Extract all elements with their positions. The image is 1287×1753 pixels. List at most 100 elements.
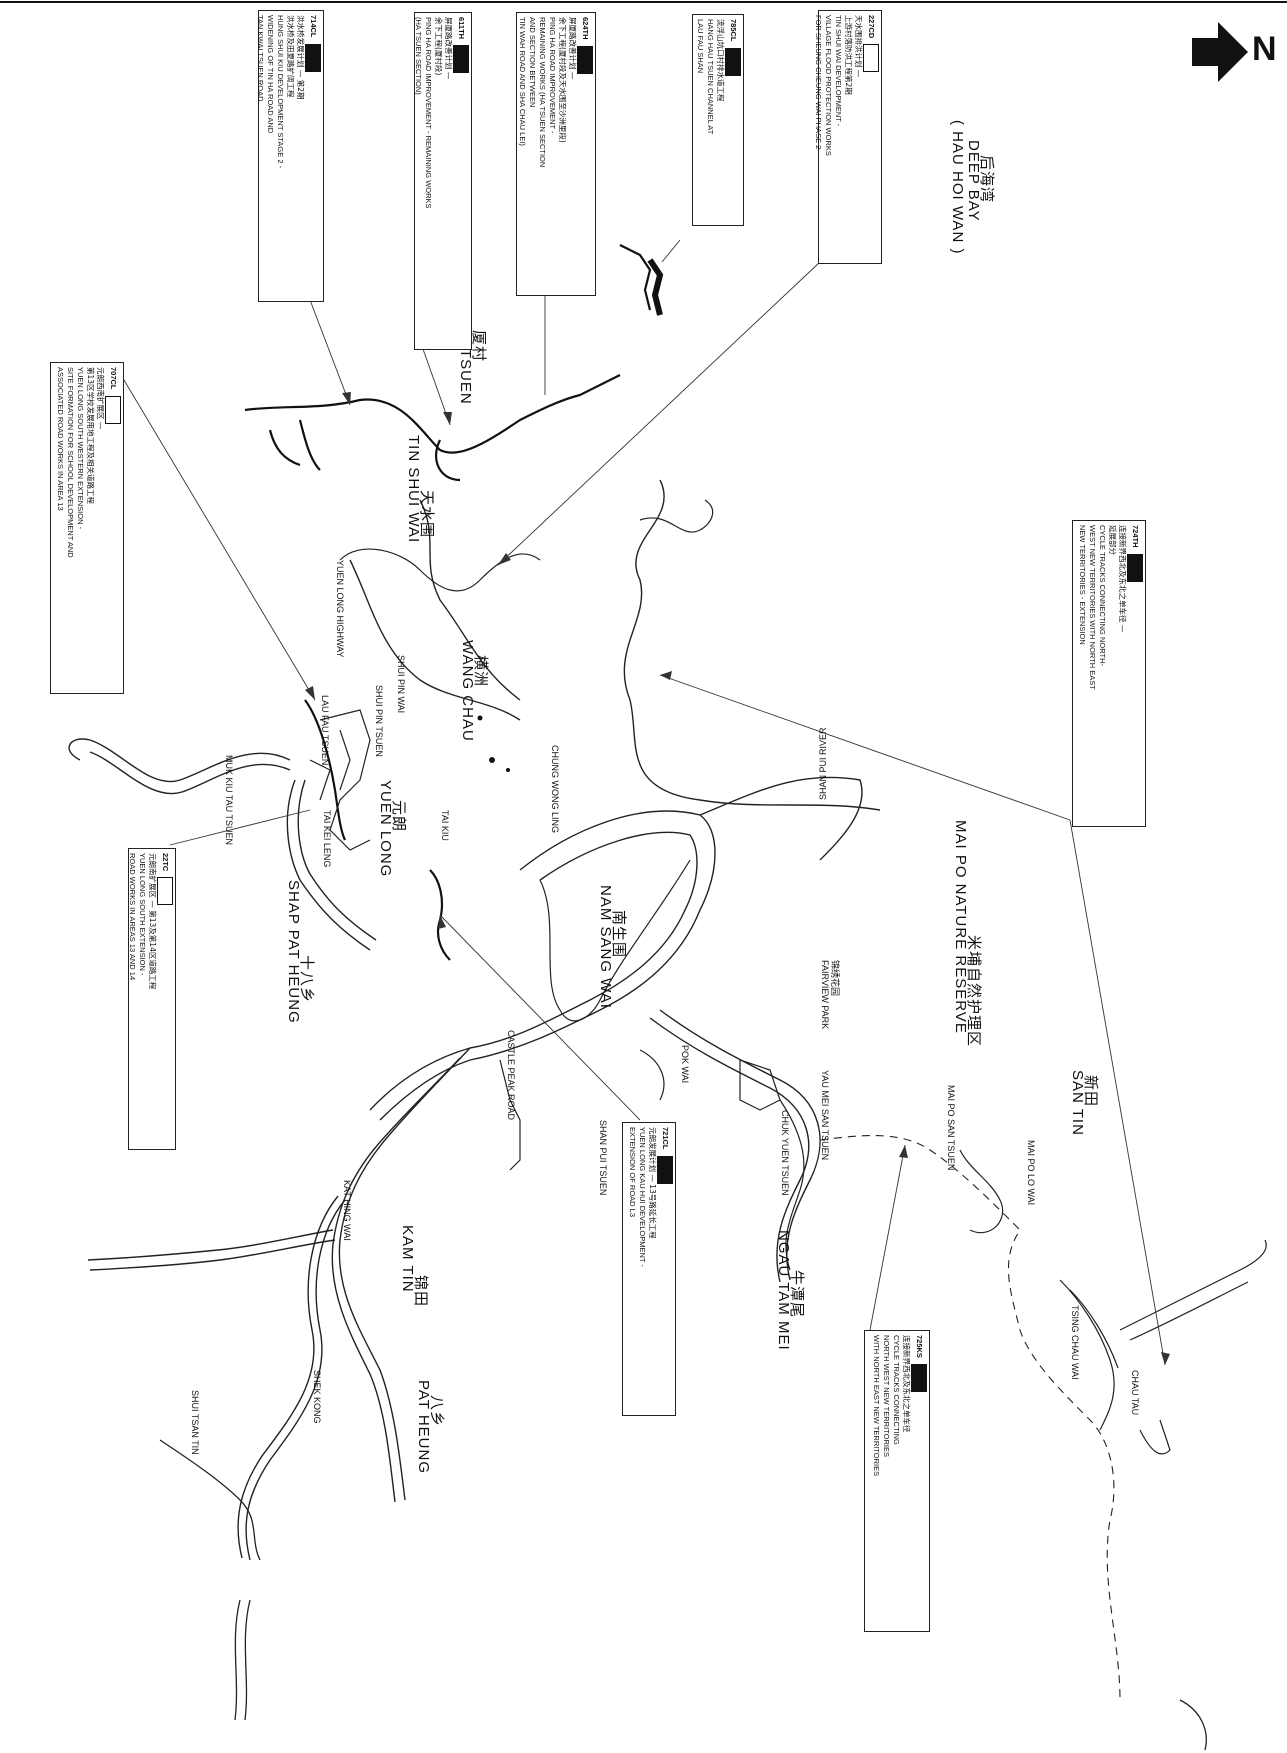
- coastline: [349, 479, 881, 811]
- label-shan-pui-river: SHAN PUI RIVER: [818, 727, 828, 800]
- label-wang-chau: WANG CHAU: [459, 640, 476, 742]
- project-title-cn: 元朗西南扩展区 — 第13区学校发展用地工程及相关道路工程: [86, 367, 105, 505]
- label-tsing-chau-wai: TSING CHAU WAI: [1070, 1305, 1080, 1380]
- project-title-en: YUEN LONG SOUTH EXTENSION - ROAD WORKS I…: [128, 853, 147, 981]
- project-title-cn: 元朗发展计划 — 13号路延长工程: [648, 1127, 657, 1239]
- label-shan-pui-tsuen: SHAN PUI TSUEN: [598, 1120, 608, 1196]
- yuen-long-town: [309, 709, 371, 851]
- project-code: 22TC: [161, 853, 171, 872]
- project-title-cn: 天水围排洪计划 — 上游村落防洪工程第2期: [844, 15, 863, 95]
- label-pat-heung: PAT HEUNG: [415, 1380, 432, 1475]
- north-label: N: [1252, 30, 1277, 68]
- tin-shui-wai-road: [639, 499, 714, 533]
- project-title-en: CYCLE TRACKS CONNECTING NORTH WEST NEW T…: [872, 1335, 901, 1477]
- label-muk-kiu-tau-tsuen: MUK KIU TAU TSUEN: [224, 755, 234, 846]
- label-kam-tin: KAM TIN: [399, 1225, 416, 1293]
- tin-shui-wai-boundary: [339, 548, 541, 592]
- project-swatch: [305, 43, 321, 72]
- label-tai-kei-leng: TAI KEI LENG: [322, 810, 332, 868]
- leader-arrowheads: [305, 392, 1170, 1365]
- project-swatch: [453, 45, 469, 74]
- project-swatch: [657, 1155, 673, 1184]
- project-code: 227CD: [867, 15, 877, 39]
- project-box-721cl: 721CL 元朗发展计划 — 13号路延长工程 YUEN LONG KAU HU…: [622, 1122, 676, 1416]
- project-swatch: [577, 45, 593, 74]
- project-swatch: [863, 44, 879, 73]
- project-title-en: CYCLE TRACKS CONNECTING NORTH- WEST NEW …: [1078, 525, 1107, 690]
- label-tai-kiu: TAI KIU: [440, 810, 450, 841]
- label-shap-pat-heung: SHAP PAT HEUNG: [285, 880, 302, 1024]
- north-arrow-icon: [1192, 22, 1248, 82]
- label-nam-sang-wai: NAM SANG WAI: [597, 885, 614, 1009]
- label-shui-pin-wai: SHUI PIN WAI: [396, 655, 406, 714]
- label-mai-po-lo-wai: MAI PO LO WAI: [1026, 1140, 1036, 1206]
- project-code: 714CL: [309, 15, 319, 38]
- project-title-cn: 洪水桥发展计划 — 第2期 洪水桥及田夏路扩阔工程: [286, 15, 305, 100]
- project-swatch: [1127, 553, 1143, 582]
- project-swatch: [911, 1364, 927, 1393]
- label-shui-tsan-tin: SHUI TSAN TIN: [190, 1390, 200, 1455]
- project-code: 707CL: [109, 367, 119, 390]
- main-roads: [68, 738, 821, 1561]
- project-swatch: [157, 877, 173, 906]
- label-castle-peak-road: CASTLE PEAK ROAD: [506, 1030, 516, 1121]
- project-title-en: TIN SHUI WAI DEVELOPMENT - VILLAGE FLOOD…: [814, 15, 843, 156]
- label-chuk-yuen-tsuen: CHUK YUEN TSUEN: [780, 1110, 790, 1196]
- project-box-725ks: 725KS 连接新界西北及东北之单车径 CYCLE TRACKS CONNECT…: [864, 1330, 930, 1632]
- project-title-cn: 屏厦路改善计划 — 余下工程(厦村段及天水围至沙洲里段): [558, 17, 577, 143]
- project-box-227cd: 227CD 天水围排洪计划 — 上游村落防洪工程第2期 TIN SHUI WAI…: [814, 10, 882, 264]
- label-pok-wai: POK WAI: [680, 1045, 690, 1084]
- label-fairview-park-cn: 锦绣花园: [829, 960, 839, 997]
- project-title-en: YUEN LONG KAU HUI DEVELOPMENT - EXTENSIO…: [628, 1127, 647, 1267]
- project-code: 611TH: [457, 17, 467, 40]
- project-box-785cl: 785CL 流浮山坑口村排水道工程 HANG HAU TSUEN CHANNEL…: [692, 14, 744, 226]
- label-mai-po: MAI PO NATURE RESERVE: [952, 820, 969, 1034]
- label-yuen-long-highway: YUEN LONG HIGHWAY: [335, 560, 345, 658]
- project-title-cn: 元朗南扩展区 — 第13及第14区道路工程: [148, 853, 157, 990]
- project-box-707cl: 707CL 元朗西南扩展区 — 第13区学校发展用地工程及相关道路工程 YUEN…: [50, 362, 124, 694]
- project-box-724th: 724TH 连接新界西北及东北之单车径 — 延展部分 CYCLE TRACKS …: [1072, 520, 1146, 827]
- project-title-cn: 屏厦路改善计划 — 余下工程(厦村段): [434, 17, 453, 80]
- project-code: 624TH: [581, 17, 591, 40]
- project-code: 725KS: [915, 1335, 925, 1358]
- project-code: 724TH: [1131, 525, 1141, 548]
- project-code: 721CL: [661, 1127, 671, 1150]
- label-chung-wong-ling: CHUNG WONG LING: [550, 745, 560, 834]
- label-yau-mei-san-tsuen: YAU MEI SAN TSUEN: [820, 1070, 830, 1161]
- project-box-22tc: 22TC 元朗南扩展区 — 第13及第14区道路工程 YUEN LONG SOU…: [128, 848, 176, 1150]
- nam-sang-wai-boundary: [539, 859, 691, 1022]
- project-swatch: [725, 47, 741, 76]
- map-markers: [477, 715, 510, 772]
- project-box-611th: 611TH 屏厦路改善计划 — 余下工程(厦村段) PING HA ROAD I…: [414, 12, 472, 350]
- label-ngau-tam-mei: NGAU TAM MEI: [775, 1230, 792, 1351]
- label-chau-tau: CHAU TAU: [1130, 1370, 1140, 1416]
- label-kat-hing-wai: KAT HING WAI: [342, 1180, 352, 1241]
- project-box-624th: 624TH 屏厦路改善计划 — 余下工程(厦村段及天水围至沙洲里段) PING …: [516, 12, 596, 296]
- label-san-tin: SAN TIN: [1069, 1070, 1086, 1136]
- project-title-cn: 连接新界西北及东北之单车径 — 延展部分: [1108, 525, 1127, 633]
- project-code: 785CL: [729, 19, 739, 42]
- leader-lines: [114, 239, 1166, 1366]
- project-title-en: HANG HAU TSUEN CHANNEL AT LAU FAU SHAN: [696, 19, 715, 135]
- project-title-en: HUNG SHUI KIU DEVELOPMENT STAGE 2 - WIDE…: [256, 15, 285, 169]
- project-routes: [244, 244, 652, 961]
- label-yuen-long: YUEN LONG: [377, 780, 394, 878]
- project-title-cn: 连接新界西北及东北之单车径: [902, 1335, 911, 1433]
- fairview-area: [499, 1049, 805, 1271]
- project-swatch: [105, 395, 121, 424]
- project-title-en: PING HA ROAD IMPROVEMENT - REMAINING WOR…: [414, 17, 433, 209]
- label-deep-bay: DEEP BAY: [965, 140, 982, 222]
- project-box-714cl: 714CL 洪水桥发展计划 — 第2期 洪水桥及田夏路扩阔工程 HUNG SHU…: [256, 10, 324, 302]
- label-mai-po-san-tsuen: MAI PO SAN TSUEN: [946, 1085, 956, 1171]
- shan-pui-river: [369, 776, 863, 1121]
- tin-shui-wai-channel: [647, 258, 664, 316]
- label-tin-shui-wai: TIN SHUI WAI: [405, 435, 422, 544]
- label-shek-kong: SHEK KONG: [312, 1370, 322, 1424]
- cycle-track: [819, 1134, 1121, 1701]
- label-hau-hoi-wan: ( HAU HOI WAN ): [949, 120, 966, 255]
- project-title-cn: 流浮山坑口村排水道工程: [716, 19, 725, 102]
- label-lau-fau-tsuen: LAU FAU TSUEN: [320, 695, 330, 766]
- project-title-en: YUEN LONG SOUTH WESTERN EXTENSION - SITE…: [56, 367, 85, 558]
- minor-roads: [159, 1439, 1207, 1751]
